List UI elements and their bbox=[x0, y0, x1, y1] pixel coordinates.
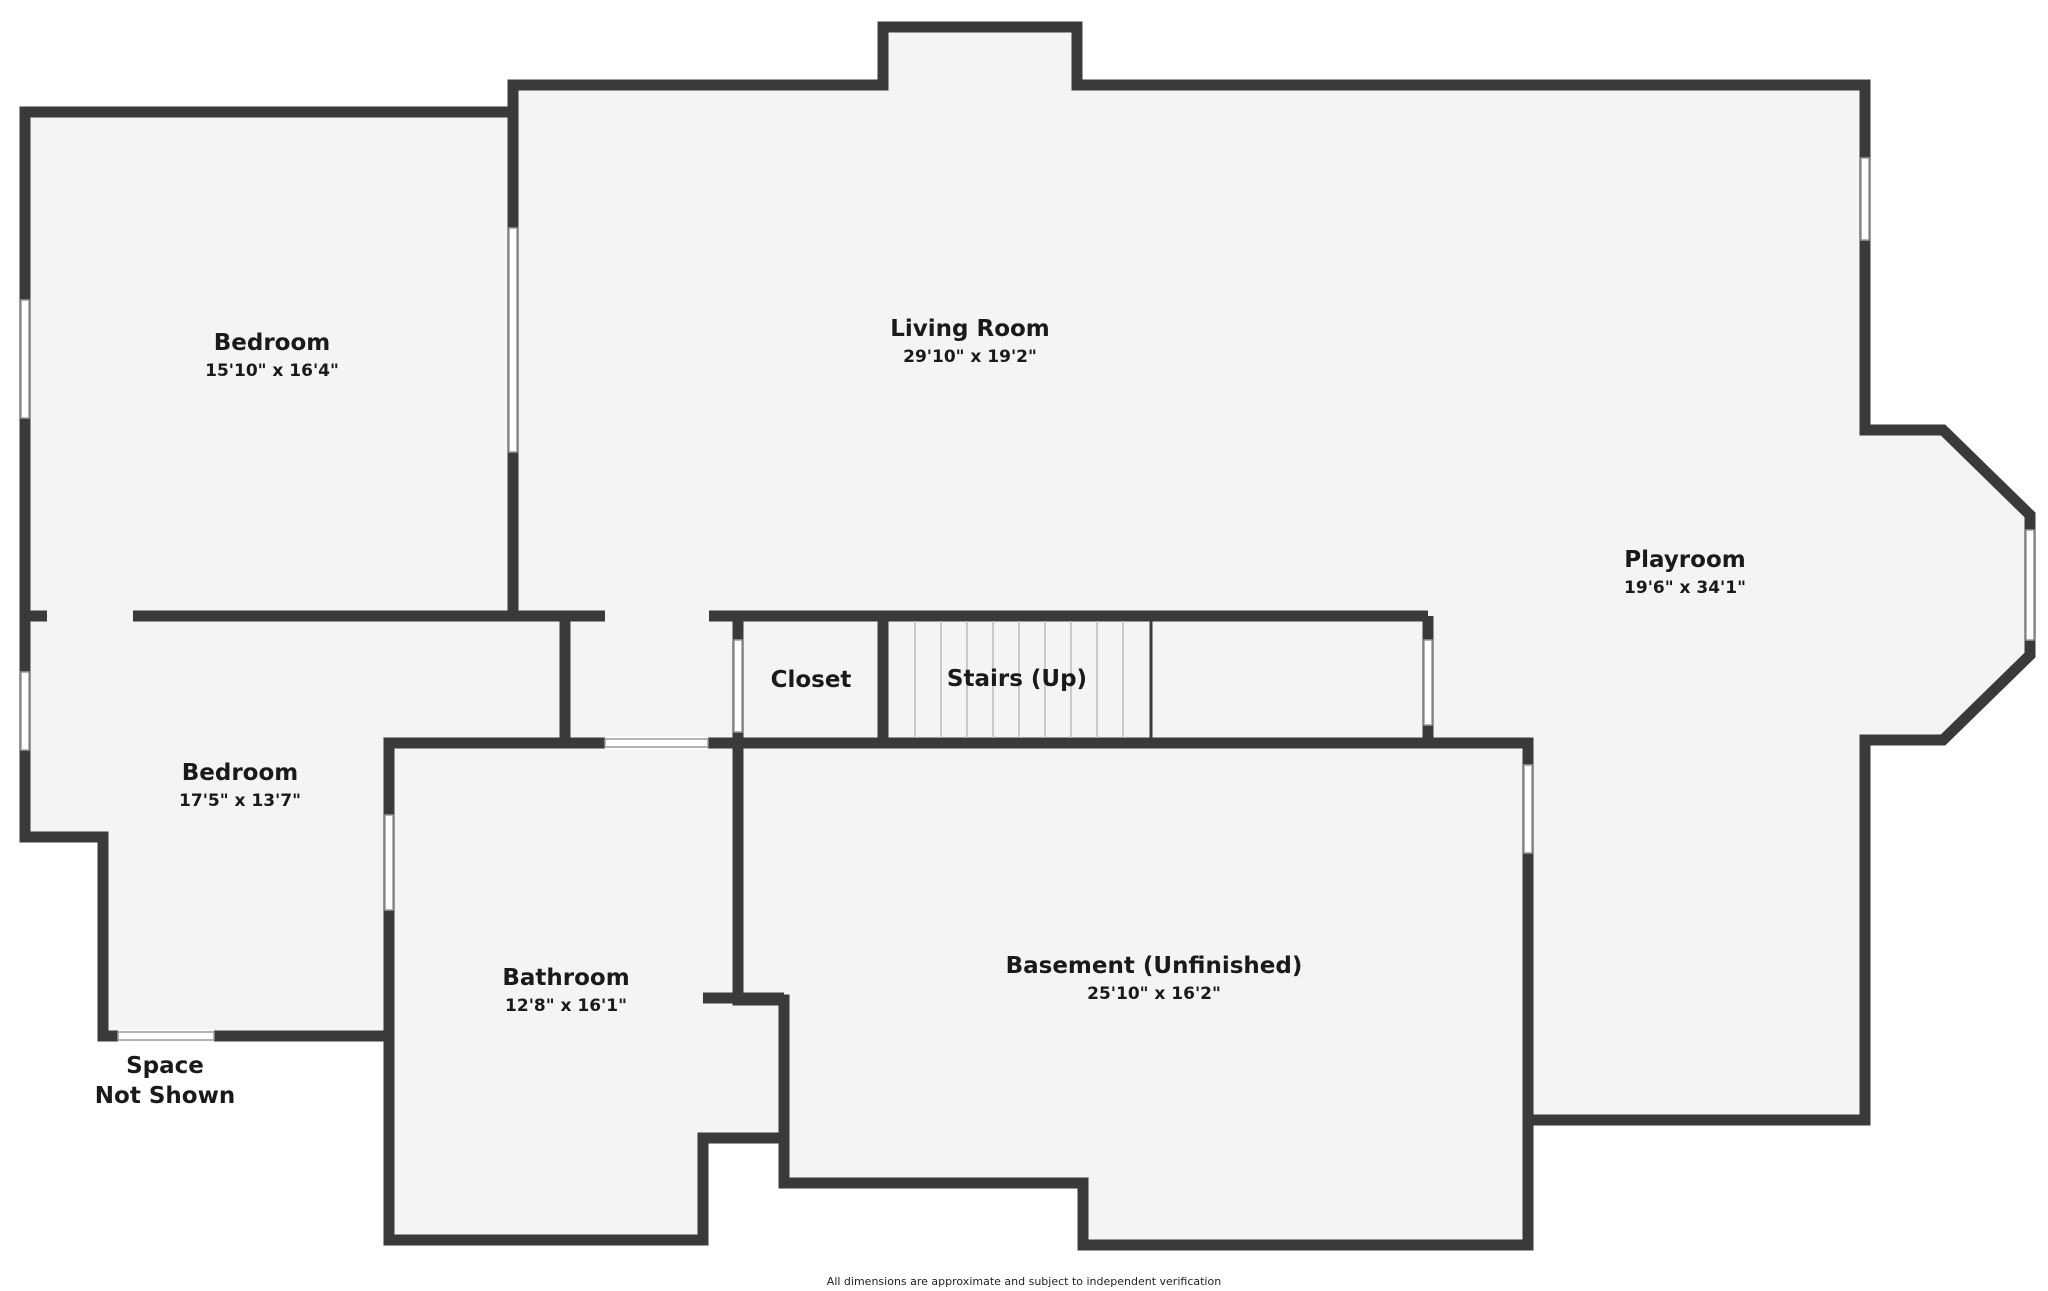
space-not-shown-line2: Not Shown bbox=[95, 1083, 235, 1109]
room-name-basement: Basement (Unfinished) bbox=[1006, 953, 1303, 979]
window-playroom-bay bbox=[2025, 529, 2035, 641]
window-bathroom-top bbox=[604, 738, 709, 748]
room-dimensions-basement: 25'10" x 16'2" bbox=[1087, 984, 1221, 1004]
stair-treads bbox=[914, 621, 1124, 738]
room-name-stairs: Stairs (Up) bbox=[947, 666, 1087, 692]
floor-fills bbox=[25, 27, 2030, 1245]
wall-exterior-top bbox=[507, 21, 2036, 1126]
window-closet-left bbox=[733, 639, 743, 733]
floor-main bbox=[25, 27, 2030, 1245]
room-dimensions-bathroom: 12'8" x 16'1" bbox=[505, 996, 627, 1016]
wall-bedroom-upper bbox=[19, 106, 519, 1042]
space-not-shown-line1: Space bbox=[126, 1053, 204, 1079]
wall-basement bbox=[738, 737, 1534, 1251]
windows bbox=[20, 157, 2035, 911]
window-living-right bbox=[1860, 157, 1870, 241]
room-name-bedroom-lower: Bedroom bbox=[182, 760, 299, 786]
room-dimensions-bedroom-upper: 15'10" x 16'4" bbox=[205, 361, 339, 381]
room-dimensions-living-room: 29'10" x 19'2" bbox=[903, 347, 1037, 367]
room-name-bedroom-upper: Bedroom bbox=[214, 330, 331, 356]
window-hall-right bbox=[1423, 639, 1433, 726]
room-labels: Bedroom 15'10" x 16'4" Living Room 29'10… bbox=[95, 316, 1746, 1288]
room-name-living-room: Living Room bbox=[890, 316, 1050, 342]
room-name-bathroom: Bathroom bbox=[502, 965, 629, 991]
window-bedroom-upper-left bbox=[20, 299, 30, 419]
walls bbox=[19, 21, 2036, 1251]
room-dimensions-playroom: 19'6" x 34'1" bbox=[1624, 578, 1746, 598]
room-dimensions-bedroom-lower: 17'5" x 13'7" bbox=[179, 791, 301, 811]
room-name-closet: Closet bbox=[771, 667, 852, 693]
disclaimer: All dimensions are approximate and subje… bbox=[827, 1275, 1221, 1288]
room-name-playroom: Playroom bbox=[1624, 547, 1745, 573]
openings bbox=[117, 736, 709, 1043]
wall-bathroom bbox=[383, 737, 790, 1246]
window-bedroom-upper-right bbox=[508, 227, 518, 453]
window-bedroom-lower-left bbox=[20, 671, 30, 751]
window-bathroom-left bbox=[384, 814, 394, 911]
window-bedroom-lower-bottom bbox=[117, 1031, 215, 1041]
window-basement-right bbox=[1523, 764, 1533, 854]
